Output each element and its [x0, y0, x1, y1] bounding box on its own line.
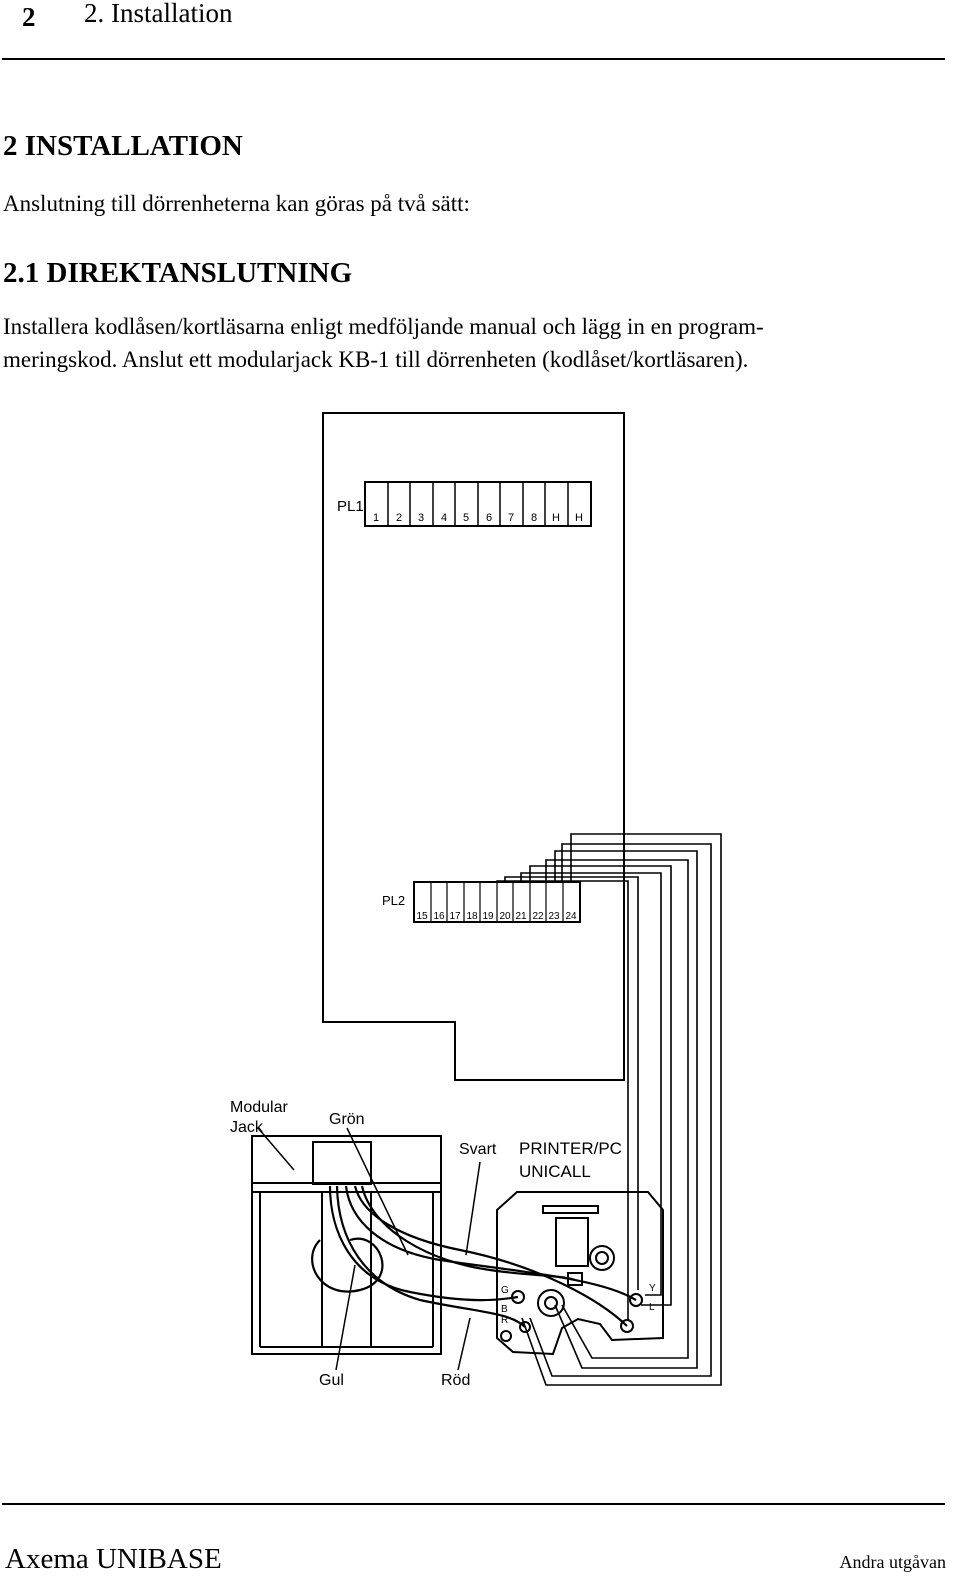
pl1-terminal: H — [575, 512, 583, 524]
pin-label-g: G — [501, 1285, 509, 1296]
pl2-terminal: 19 — [482, 911, 494, 922]
header-rule — [2, 58, 945, 60]
page-header: 2 2. Installation — [0, 0, 945, 60]
pl1-terminal: 4 — [441, 512, 447, 524]
rod-pointer — [457, 1317, 471, 1371]
pl1-terminal: 6 — [486, 512, 492, 524]
pl2-dividers — [430, 882, 564, 922]
modular-jack-pointer — [257, 1127, 295, 1171]
door-unit-board — [496, 1191, 664, 1356]
pl2-terminal: 15 — [416, 911, 428, 922]
label-svart: Svart — [459, 1141, 497, 1158]
pl1-terminal: 8 — [531, 512, 537, 524]
pl1-label: PL1 — [337, 498, 364, 515]
label-printer-pc: PRINTER/PC — [519, 1139, 622, 1158]
pin-label-y: Y — [649, 1283, 656, 1294]
modular-jack-label-2: Jack — [230, 1119, 264, 1136]
label-rod: Röd — [441, 1372, 470, 1389]
subsection-heading: 2.1 DIREKTANSLUTNING — [3, 257, 353, 289]
pl1-dividers — [387, 482, 569, 526]
body-text-line-1: Installera kodlåsen/kortläsarna enligt m… — [3, 314, 764, 339]
pl2-wires — [496, 833, 722, 1386]
pl2-terminal: 21 — [515, 911, 527, 922]
wiring-diagram-svg: PL1 1 2 3 4 5 6 7 8 H H PL2 — [230, 412, 722, 1389]
pl2-terminal: 16 — [433, 911, 445, 922]
jack-cable — [311, 1185, 637, 1328]
pl2-terminal: 23 — [548, 911, 560, 922]
pl2-terminal: 18 — [466, 911, 478, 922]
pl1-terminal: H — [552, 512, 560, 524]
pl1-terminal: 1 — [373, 512, 379, 524]
pl1-terminal: 2 — [396, 512, 402, 524]
section-heading: 2 INSTALLATION — [3, 130, 243, 162]
body-text-line-2: meringskod. Anslut ett modularjack KB-1 … — [3, 347, 749, 372]
pl2-terminal-labels: 15 16 17 18 19 20 21 22 23 24 — [416, 911, 577, 922]
footer-rule — [2, 1503, 945, 1505]
pl2-terminal: 22 — [532, 911, 544, 922]
pl1-terminal: 5 — [463, 512, 469, 524]
pin-label-r: R — [501, 1315, 508, 1326]
section-intro: Anslutning till dörrenheterna kan göras … — [3, 191, 470, 216]
board-pin-labels: Y G B R L — [501, 1283, 656, 1326]
pl1-terminal: 3 — [418, 512, 424, 524]
wiring-diagram: PL1 1 2 3 4 5 6 7 8 H H PL2 — [0, 400, 960, 1400]
label-gul: Gul — [319, 1372, 344, 1389]
control-unit-outline — [322, 412, 625, 1081]
running-title: 2. Installation — [84, 0, 233, 28]
pin-label-l: L — [649, 1302, 655, 1313]
pl2-terminal: 24 — [565, 911, 577, 922]
footer-edition: Andra utgåvan — [839, 1552, 946, 1572]
modular-jack-label-1: Modular — [230, 1099, 288, 1116]
svart-pointer — [465, 1161, 481, 1256]
label-gron: Grön — [329, 1111, 365, 1128]
pl2-label: PL2 — [382, 893, 405, 908]
pl1-terminal-labels: 1 2 3 4 5 6 7 8 H H — [373, 512, 583, 524]
gul-pointer — [335, 1264, 356, 1371]
pl2-terminal: 17 — [449, 911, 461, 922]
pin-label-b: B — [501, 1304, 508, 1315]
footer-product: Axema UNIBASE — [5, 1543, 222, 1575]
label-unicall: UNICALL — [519, 1162, 591, 1181]
page-number: 2 — [22, 2, 36, 32]
pl2-terminal: 20 — [499, 911, 511, 922]
pl1-terminal: 7 — [508, 512, 514, 524]
